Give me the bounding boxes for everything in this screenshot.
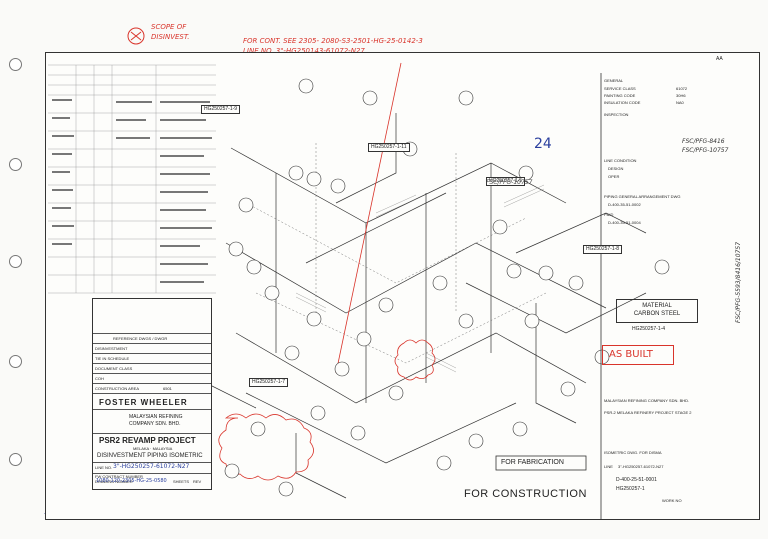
side-note: FSC/PFG-8416 (682, 138, 725, 145)
punch-hole (9, 58, 22, 71)
spool-tag: HG250257-1-7 (249, 378, 289, 387)
spool-tag: HG250257-1-11 (368, 143, 410, 152)
as-built-stamp: AS BUILT (602, 345, 674, 365)
side-note: FSC/PFG-10757 (682, 147, 729, 154)
line-number: 3"-HG250257-61072-N27 (113, 463, 190, 470)
continuation-note: FOR CONT. SEE 2305- 2080-S3-2501-HG-25-0… (243, 37, 423, 45)
punch-hole (9, 355, 22, 368)
sheet-reference: AA (716, 56, 723, 62)
punch-hole (9, 453, 22, 466)
scope-note: DISINVEST. (151, 33, 190, 41)
spool-tag: HG250257-1-8 (583, 245, 623, 254)
project-title: PSR2 REVAMP PROJECT (99, 436, 196, 445)
foster-wheeler-logo: FOSTER WHEELER (99, 398, 188, 407)
fsc-note: FSC/PFG-10757 (486, 179, 533, 186)
isometric-piping (48, 62, 670, 519)
drawing-sheet: HG250257-1-9 HG250257-1-11 HG250257-1-8 … (45, 52, 760, 520)
title-block: REFERENCE DWGS / DWGR DISINVESTMENT TIE … (92, 298, 212, 490)
punch-hole (9, 255, 22, 268)
vertical-fsc-note: FSC/PFG-5593/8416/10757 (735, 241, 742, 323)
spool-tag: HG250257-1-9 (201, 105, 241, 114)
continuation-note: LINE NO. 3"-HG250143-61072-N27 (243, 47, 365, 55)
for-construction-stamp: FOR CONSTRUCTION (464, 488, 587, 500)
punch-hole (9, 158, 22, 171)
material-box: MATERIAL CARBON STEEL (616, 299, 698, 323)
spool-tag: HG250257-1-5 (486, 177, 526, 186)
scope-note: SCOPE OF (151, 23, 187, 31)
drawing-number: 1080-120-2305-HG-25-0580 (96, 478, 167, 484)
drawing-subtitle: DISINVESTMENT PIPING ISOMETRIC (97, 453, 203, 459)
for-fabrication-label: FOR FABRICATION (501, 459, 564, 466)
sheet-number: 24 (534, 136, 552, 152)
spool-tag: HG250257-1-4 (632, 326, 666, 332)
right-title-block: MALAYSIAN REFINING COMPANY SDN. BHD. PSR… (604, 398, 692, 503)
notes-panel: GENERAL SERVICE CLASS 61072 PAINTING COD… (604, 78, 688, 225)
